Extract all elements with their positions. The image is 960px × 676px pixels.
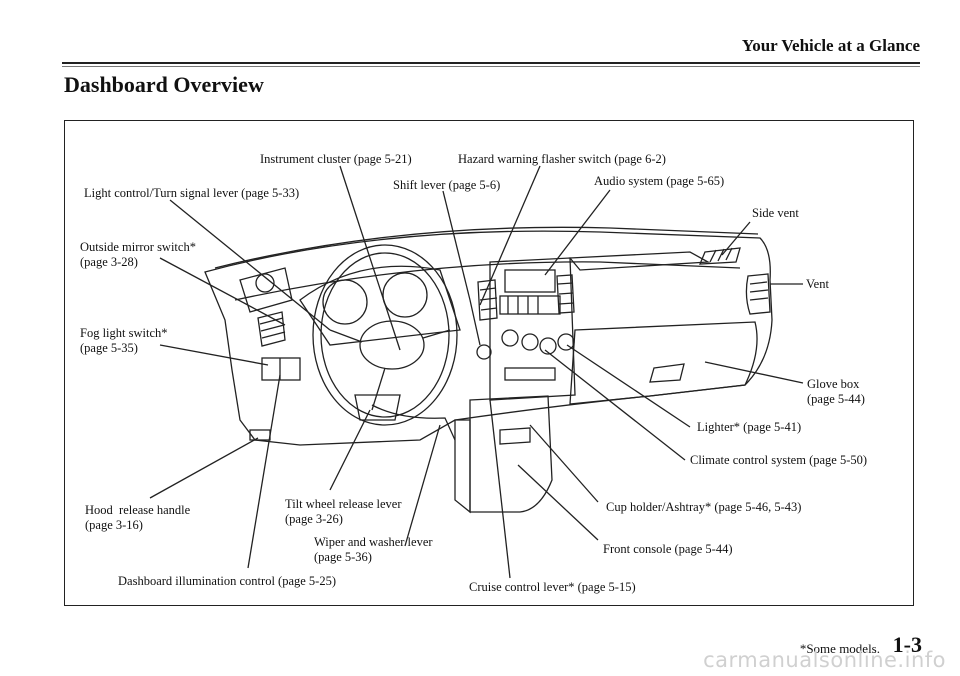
label-wiper-washer: Wiper and washer lever (page 5-36) <box>314 535 433 564</box>
label-shift-lever: Shift lever (page 5-6) <box>393 178 501 192</box>
label-audio-system: Audio system (page 5-65) <box>594 174 725 188</box>
page-number: 1-3 <box>892 632 922 657</box>
label-glove-box: Glove box (page 5-44) <box>807 377 865 406</box>
footnote: *Some models. <box>799 641 880 656</box>
page-title: Dashboard Overview <box>64 72 264 97</box>
running-header: Your Vehicle at a Glance <box>741 36 920 55</box>
label-instrument-cluster: Instrument cluster (page 5-21) <box>260 152 412 166</box>
figure-frame <box>64 120 914 606</box>
label-outside-mirror: Outside mirror switch* (page 3-28) <box>80 240 196 269</box>
label-fog-light: Fog light switch* (page 5-35) <box>80 326 168 355</box>
label-hazard-switch: Hazard warning flasher switch (page 6-2) <box>458 152 666 166</box>
header-rule-thin <box>62 66 920 67</box>
label-climate-control: Climate control system (page 5-50) <box>690 453 868 467</box>
header-rule <box>62 62 920 64</box>
label-cruise-control: Cruise control lever* (page 5-15) <box>469 580 636 594</box>
label-front-console: Front console (page 5-44) <box>603 542 733 556</box>
label-light-control: Light control/Turn signal lever (page 5-… <box>84 186 300 200</box>
label-dash-illumination: Dashboard illumination control (page 5-2… <box>118 574 336 588</box>
label-side-vent: Side vent <box>752 206 799 220</box>
label-hood-release: Hood release handle (page 3-16) <box>85 503 191 532</box>
label-vent: Vent <box>806 277 829 291</box>
label-cup-holder: Cup holder/Ashtray* (page 5-46, 5-43) <box>606 500 802 514</box>
watermark: carmanualsonline.info <box>703 648 946 672</box>
label-lighter: Lighter* (page 5-41) <box>697 420 802 434</box>
label-tilt-wheel: Tilt wheel release lever (page 3-26) <box>285 497 402 526</box>
